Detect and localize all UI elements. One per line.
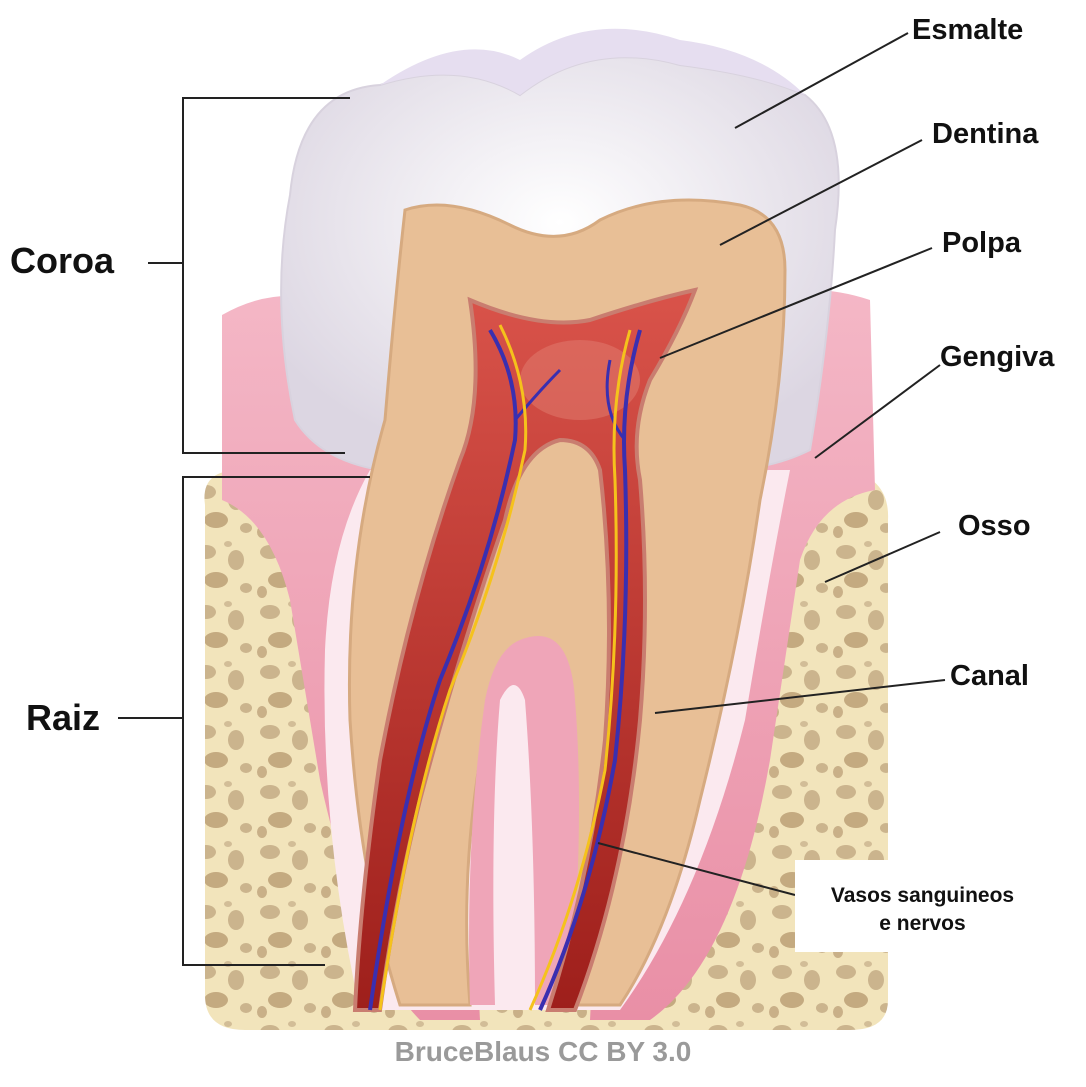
label-gum: Gengiva — [940, 343, 1054, 372]
label-pulp: Polpa — [942, 229, 1021, 258]
label-dentin: Dentina — [932, 120, 1038, 149]
label-root: Raiz — [26, 700, 100, 736]
label-enamel: Esmalte — [912, 16, 1023, 45]
label-canal: Canal — [950, 662, 1029, 691]
pulp-highlight — [520, 340, 640, 420]
label-bone: Osso — [958, 512, 1031, 541]
label-crown: Coroa — [10, 243, 114, 279]
label-vessels-line1: Vasos sanguineos — [800, 882, 1045, 910]
label-vessels: Vasos sanguineos e nervos — [800, 882, 1045, 939]
label-vessels-line2: e nervos — [800, 910, 1045, 938]
image-credit: BruceBlaus CC BY 3.0 — [0, 1036, 1086, 1068]
